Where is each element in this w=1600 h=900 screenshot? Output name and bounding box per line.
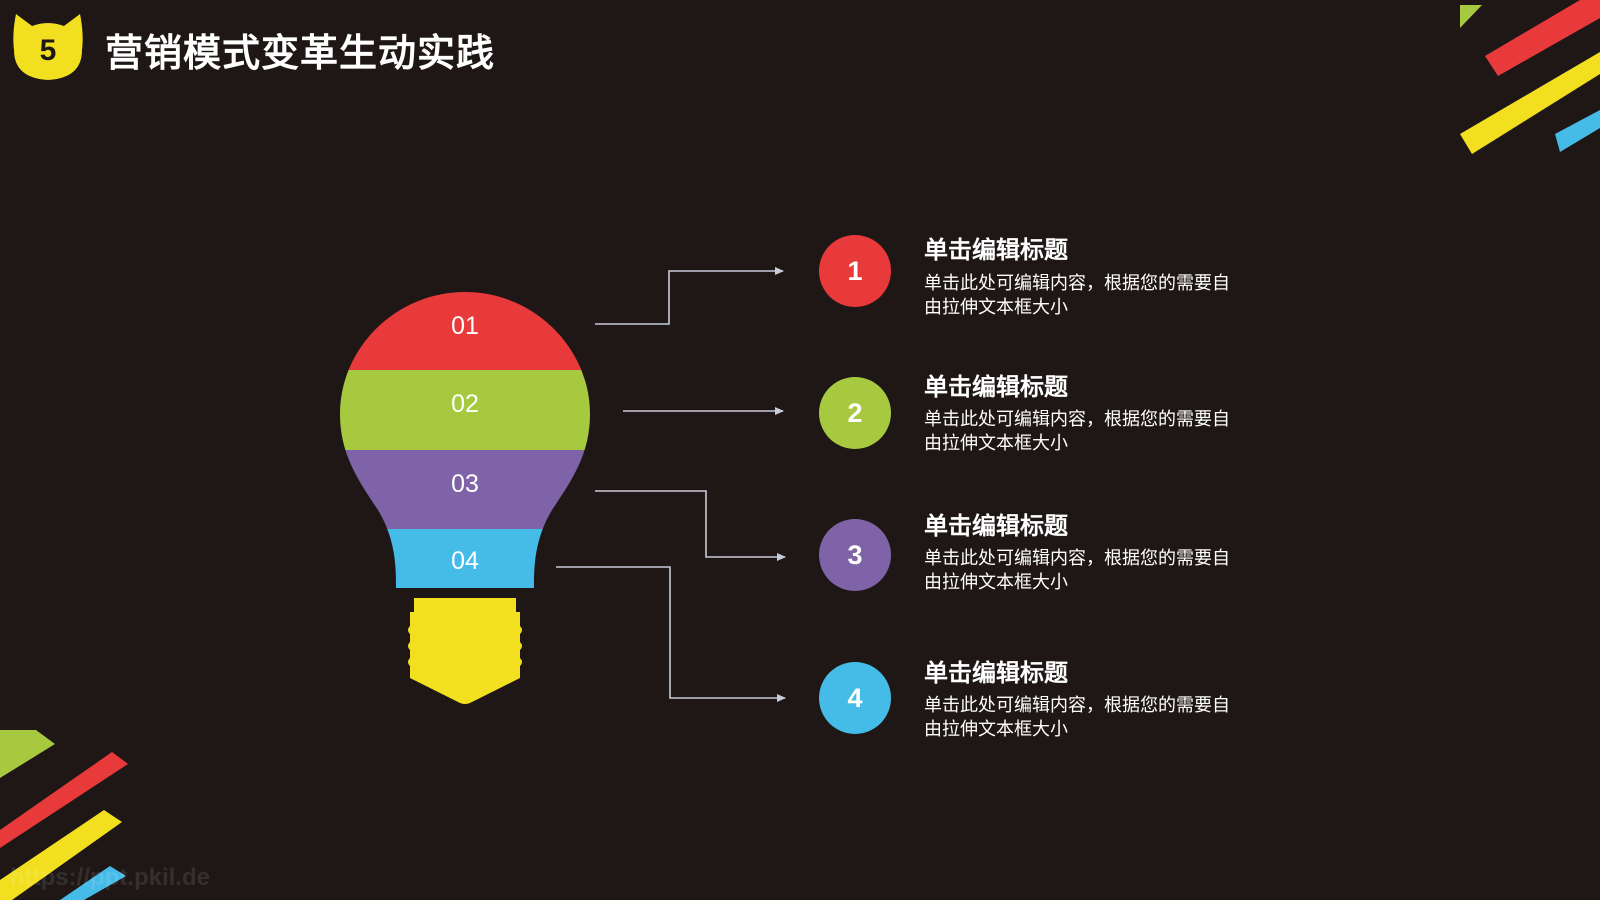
bulb-label-02: 02 bbox=[451, 390, 479, 418]
connector-3 bbox=[595, 490, 786, 561]
step-1-description[interactable]: 单击此处可编辑内容，根据您的需要自由拉伸文本框大小 bbox=[924, 273, 1230, 318]
step-3-description[interactable]: 单击此处可编辑内容，根据您的需要自由拉伸文本框大小 bbox=[924, 548, 1230, 593]
stripe-green bbox=[1460, 5, 1482, 28]
stripe-green bbox=[0, 730, 55, 778]
stripe-yellow bbox=[0, 810, 122, 900]
decorative-stripes-top-right bbox=[1460, 0, 1600, 154]
cat-head-icon bbox=[13, 14, 83, 80]
stripe-blue bbox=[60, 866, 126, 900]
stripe-yellow bbox=[1460, 52, 1600, 154]
step-1-circle: 1 bbox=[819, 235, 891, 307]
stripe-blue bbox=[1555, 110, 1600, 152]
watermark: https://ppt.pkil.de bbox=[10, 864, 210, 891]
bulb-label-04: 04 bbox=[451, 547, 479, 575]
step-3-title[interactable]: 单击编辑标题 bbox=[924, 512, 1068, 540]
step-4-description[interactable]: 单击此处可编辑内容，根据您的需要自由拉伸文本框大小 bbox=[924, 695, 1230, 740]
step-3-circle: 3 bbox=[819, 519, 891, 591]
step-4-title[interactable]: 单击编辑标题 bbox=[924, 659, 1068, 687]
step-2-title[interactable]: 单击编辑标题 bbox=[924, 373, 1068, 401]
step-4-circle: 4 bbox=[819, 662, 891, 734]
bulb-segment-03 bbox=[340, 450, 590, 529]
step-2-description[interactable]: 单击此处可编辑内容，根据您的需要自由拉伸文本框大小 bbox=[924, 409, 1230, 454]
step-2-circle: 2 bbox=[819, 377, 891, 449]
section-badge: 5 bbox=[12, 10, 84, 84]
stripe-red bbox=[1485, 0, 1600, 76]
page-title: 营销模式变革生动实践 bbox=[105, 31, 496, 75]
bulb-graphic: 01 02 03 04 bbox=[338, 290, 592, 710]
bulb-label-03: 03 bbox=[451, 470, 479, 498]
badge-number: 5 bbox=[39, 34, 57, 67]
decorative-stripes-bottom-left bbox=[0, 730, 128, 900]
stripe-red bbox=[0, 752, 128, 848]
bulb-segment-02 bbox=[340, 370, 590, 450]
step-1-title[interactable]: 单击编辑标题 bbox=[924, 236, 1068, 264]
connector-1 bbox=[595, 267, 784, 325]
bulb-base bbox=[408, 598, 522, 704]
bulb-label-01: 01 bbox=[451, 312, 479, 340]
